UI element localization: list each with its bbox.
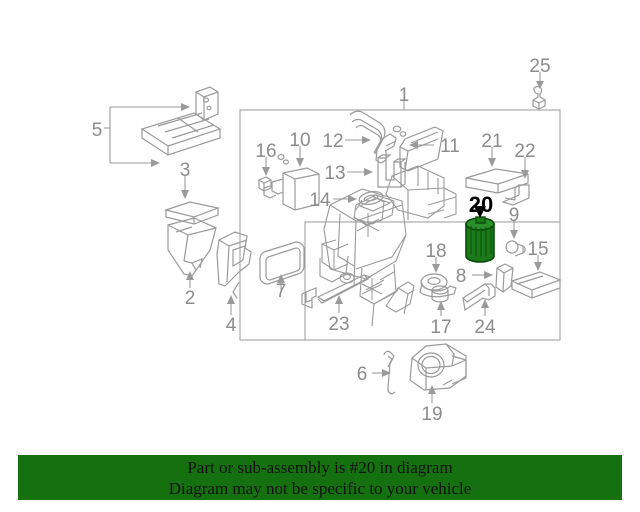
part-3-shape	[163, 201, 221, 225]
diagram-canvas: 1 25 5 3 16 10 12 13 14 11 21 22 20 9 15…	[92, 56, 562, 425]
arrowhead-3	[181, 190, 189, 199]
arrowhead-5b	[151, 159, 160, 167]
callout-label-3: 3	[180, 160, 191, 181]
part-22-shape	[501, 184, 530, 206]
callout-labels: 1 25 5 3 16 10 12 13 14 11 21 22 20 9 15…	[92, 56, 551, 425]
part-10-shape	[263, 154, 320, 211]
arrowhead-5a	[181, 103, 190, 111]
part-24-shape	[462, 283, 496, 312]
part-23-shape	[301, 274, 372, 309]
callout-label-17: 17	[430, 317, 451, 338]
exploded-parts-diagram: 1 25 5 3 16 10 12 13 14 11 21 22 20 9 15…	[92, 56, 562, 425]
part-5-bracket	[104, 106, 183, 164]
part-12-shape	[349, 110, 407, 164]
arrowhead-6	[382, 369, 391, 377]
arrowhead-21	[488, 158, 496, 167]
callout-label-11: 11	[440, 136, 460, 157]
part-25-shape	[532, 86, 546, 110]
arrowhead-20	[474, 206, 486, 218]
arrowhead-15	[534, 262, 542, 271]
callout-label-25: 25	[529, 56, 550, 77]
callout-label-22: 22	[514, 141, 535, 162]
callout-label-14: 14	[309, 190, 331, 211]
callout-label-5: 5	[92, 120, 103, 141]
arrowhead-17	[437, 301, 445, 310]
arrowhead-14	[348, 195, 357, 203]
part-4-shape	[216, 231, 252, 299]
part-7-shape	[259, 241, 305, 285]
callout-label-9: 9	[509, 205, 520, 226]
callout-label-20: 20	[469, 192, 493, 217]
part-17-shape	[431, 285, 449, 303]
banner-line-part-number: Part or sub-assembly is #20 in diagram	[187, 457, 453, 477]
part-21-shape	[465, 168, 529, 194]
arrowhead-18	[432, 264, 440, 273]
arrowhead-25	[536, 81, 544, 89]
main-housing-assembly-shape	[319, 165, 457, 327]
part-5a-shape	[195, 86, 219, 121]
part-5b-shape	[140, 112, 222, 156]
part-9-shape	[505, 240, 526, 257]
part-16-shape	[258, 176, 272, 192]
callout-label-12: 12	[322, 131, 343, 152]
callout-label-6: 6	[357, 364, 368, 385]
arrowhead-7	[277, 274, 285, 283]
part-2-shape	[167, 217, 217, 277]
callout-label-21: 21	[481, 131, 502, 152]
callout-label-7: 7	[276, 281, 287, 302]
callout-label-1: 1	[399, 85, 410, 106]
callout-label-24: 24	[474, 317, 496, 338]
callout-label-2: 2	[185, 288, 196, 309]
part-11-shape	[399, 126, 444, 172]
callout-label-4: 4	[226, 315, 237, 336]
arrowhead-22	[521, 170, 529, 179]
callout-label-15: 15	[527, 239, 548, 260]
callout-label-16: 16	[255, 141, 276, 162]
arrowhead-11	[409, 141, 418, 149]
arrowhead-9	[510, 230, 518, 239]
callout-label-10: 10	[289, 130, 310, 151]
arrowhead-8	[484, 271, 493, 279]
callout-label-19: 19	[421, 404, 442, 425]
info-banner: Part or sub-assembly is #20 in diagram D…	[18, 455, 622, 500]
arrowhead-13	[364, 168, 373, 176]
part-19-shape	[409, 343, 467, 391]
part-8-shape	[495, 263, 514, 293]
part-18-shape	[419, 273, 457, 298]
arrowhead-12	[362, 136, 371, 144]
callout-label-18: 18	[425, 241, 446, 262]
callout-label-8: 8	[456, 266, 467, 287]
arrowhead-4	[227, 295, 235, 304]
callout-label-13: 13	[324, 163, 345, 184]
callout-label-23: 23	[328, 314, 349, 335]
part-20-highlighted-shape	[465, 216, 495, 263]
part-6-shape	[383, 350, 396, 395]
arrowhead-23	[335, 295, 343, 304]
arrowhead-10	[296, 158, 304, 167]
banner-line-disclaimer: Diagram may not be specific to your vehi…	[168, 478, 472, 498]
arrowhead-16	[262, 167, 270, 176]
arrowhead-2	[186, 271, 194, 280]
part-15-shape	[510, 271, 562, 299]
part-13-shape	[377, 154, 407, 188]
arrowhead-24	[481, 299, 489, 308]
